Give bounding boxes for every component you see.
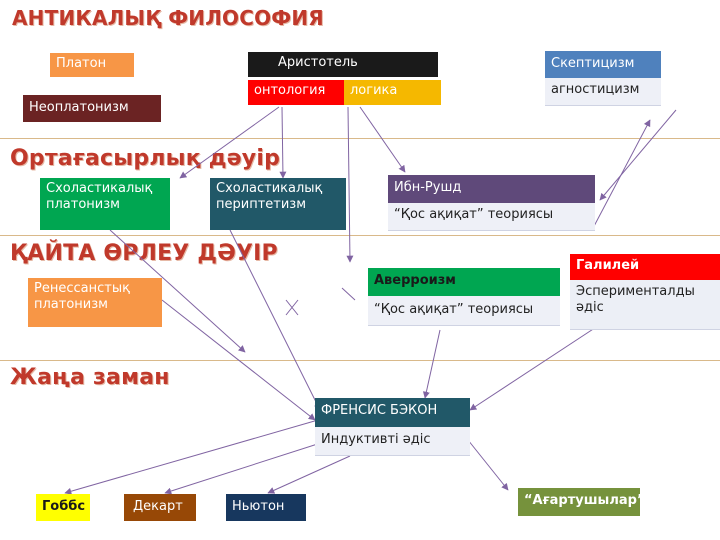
node-plato: Платон [50, 53, 134, 77]
era-divider-2 [0, 235, 720, 236]
node-skepticism: Скептицизм [545, 51, 661, 78]
arrow-bacon-to-newton [267, 455, 351, 494]
arrow-aristotle-to-averroism [346, 106, 354, 263]
era-title-renaissance: ҚАЙТА ӨРЛЕУ ДӘУІР [10, 241, 278, 266]
node-renaissance-platonism-label: Ренессанстық платонизм [34, 281, 130, 312]
node-descartes: Декарт [124, 494, 196, 521]
node-scholastic-peripatetism-label: Схоластикалық периптетизм [216, 181, 323, 212]
arrow-aristotle-to-scholastic [179, 106, 280, 179]
node-galileo-method: Эспериментaлды әдіс [570, 280, 720, 330]
node-scholastic-peripatetism: Схоластикалық периптетизм [210, 178, 346, 230]
node-ibn-rushd-theory: “Қос ақиқат” теориясы [388, 203, 595, 231]
arrow-peripatetism-to-bacon [229, 229, 321, 411]
arrow-bacon-to-descartes [164, 439, 331, 495]
arrow-ibn-rushd-to-skepticism [591, 119, 651, 231]
node-bacon-card: ФРЕНСИС БЭКОН Индуктивті әдіс [315, 398, 470, 456]
node-averroism-card: Аверроизм “Қос ақиқат” теориясы [368, 268, 560, 326]
node-skepticism-card: Скептицизм агностицизм [545, 51, 661, 106]
arrow-averroism-to-bacon [422, 329, 441, 399]
arrow-galileo-to-bacon [469, 317, 611, 411]
arrow-logic-to-ibn-rushd [359, 106, 406, 173]
node-averroism-theory: “Қос ақиқат” теориясы [368, 296, 560, 326]
era-title-antique: АНТИКАЛЫҚ ФИЛОСОФИЯ [12, 6, 324, 30]
node-aristotle: Аристотель [248, 52, 438, 77]
arrow-renaissance-to-bacon [161, 299, 316, 421]
arrow-scholastic-to-bacon [109, 229, 246, 353]
node-ibn-rushd-card: Ибн-Рушд “Қос ақиқат” теориясы [388, 175, 595, 231]
node-averroism: Аверроизм [368, 268, 560, 296]
node-bacon: ФРЕНСИС БЭКОН [315, 398, 470, 427]
era-divider-3 [0, 360, 720, 361]
node-scholastic-platonism: Схоластикалық платонизм [40, 178, 170, 230]
era-divider-1 [0, 138, 720, 139]
node-ibn-rushd: Ибн-Рушд [388, 175, 595, 203]
arrow-bacon-to-enlighteners [467, 439, 509, 491]
node-renaissance-platonism: Ренессанстық платонизм [28, 278, 162, 327]
arrow-bacon-to-hobbes [64, 419, 319, 495]
node-logic: логика [344, 80, 441, 105]
node-hobbes: Гоббс [36, 494, 90, 521]
node-scholastic-platonism-label: Схоластикалық платонизм [46, 181, 153, 212]
node-neoplatonism: Неоплатонизм [23, 95, 161, 122]
node-bacon-method: Индуктивті әдіс [315, 427, 470, 456]
node-ontology: онтология [248, 80, 344, 105]
node-galileo: Галилей [570, 254, 720, 280]
era-title-medieval: Ортағасырлық дәуір [10, 146, 281, 171]
node-newton: Ньютон [226, 494, 306, 521]
arrow-aristotle-to-peripatetism [279, 106, 287, 179]
node-enlighteners: “Ағартушылар” [518, 488, 645, 516]
node-agnosticism: агностицизм [545, 78, 661, 106]
arrow-skepticism-to-bacon [599, 109, 677, 201]
node-galileo-card: Галилей Эспериментaлды әдіс [570, 254, 720, 330]
era-title-modern: Жаңа заман [10, 365, 170, 390]
